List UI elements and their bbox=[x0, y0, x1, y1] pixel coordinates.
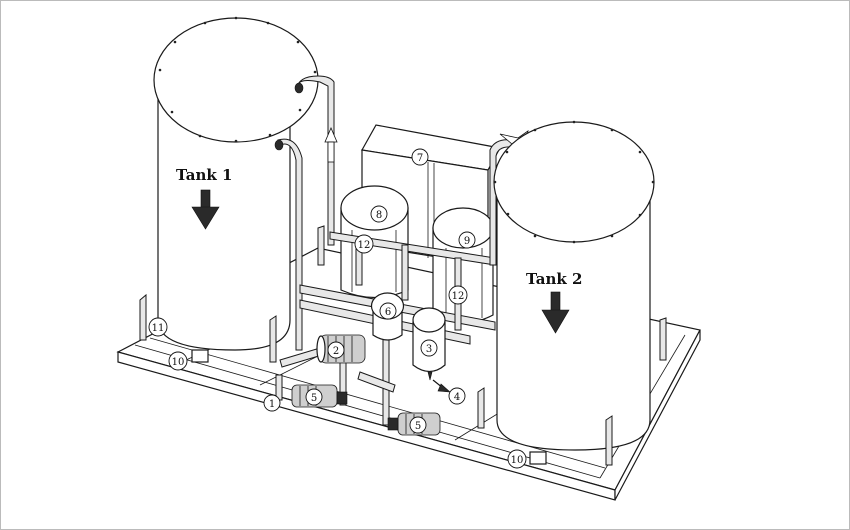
callout-10-right: 10 bbox=[507, 449, 527, 469]
callout-12-right: 12 bbox=[448, 285, 468, 305]
svg-text:8: 8 bbox=[376, 210, 382, 221]
svg-text:5: 5 bbox=[311, 393, 317, 404]
callout-5-right: 5 bbox=[409, 416, 427, 434]
svg-text:3: 3 bbox=[426, 344, 432, 355]
tank-1-flow-arrow bbox=[191, 189, 220, 230]
svg-text:12: 12 bbox=[452, 291, 465, 302]
callout-3: 3 bbox=[420, 339, 438, 357]
riser-up-arrow bbox=[324, 126, 338, 163]
svg-text:10: 10 bbox=[511, 455, 524, 466]
tank-2-flow-arrow bbox=[541, 291, 570, 334]
svg-text:5: 5 bbox=[415, 421, 421, 432]
callout-2: 2 bbox=[327, 341, 345, 359]
component-4-outlet-arrow bbox=[432, 379, 451, 393]
svg-text:4: 4 bbox=[454, 392, 460, 403]
skid-foot-right bbox=[529, 451, 547, 465]
callout-11: 11 bbox=[148, 317, 168, 337]
svg-text:12: 12 bbox=[358, 240, 371, 251]
callout-10-left: 10 bbox=[168, 351, 188, 371]
callout-5-left: 5 bbox=[305, 388, 323, 406]
corner-brackets bbox=[139, 225, 667, 466]
tank-1: Tank 1 bbox=[153, 16, 319, 351]
svg-text:2: 2 bbox=[333, 346, 339, 357]
callout-6: 6 bbox=[379, 302, 397, 320]
tank-1-top bbox=[153, 17, 319, 143]
tank-1-label: Tank 1 bbox=[176, 166, 232, 184]
tank-2: Tank 2 bbox=[493, 120, 655, 451]
callout-1: 1 bbox=[263, 394, 281, 412]
callout-4: 4 bbox=[448, 387, 466, 405]
tank-2-label: Tank 2 bbox=[526, 270, 582, 288]
svg-text:6: 6 bbox=[385, 307, 391, 318]
vessel-9 bbox=[432, 207, 494, 324]
svg-text:10: 10 bbox=[172, 357, 185, 368]
svg-text:9: 9 bbox=[464, 236, 470, 247]
callout-8: 8 bbox=[370, 205, 388, 223]
tank-2-top bbox=[493, 121, 655, 243]
svg-text:1: 1 bbox=[269, 399, 275, 410]
svg-text:11: 11 bbox=[152, 323, 165, 334]
callout-9: 9 bbox=[458, 231, 476, 249]
callout-7: 7 bbox=[411, 148, 429, 166]
svg-text:7: 7 bbox=[417, 153, 423, 164]
callout-12-left: 12 bbox=[354, 234, 374, 254]
skid-foot-left bbox=[191, 349, 209, 363]
